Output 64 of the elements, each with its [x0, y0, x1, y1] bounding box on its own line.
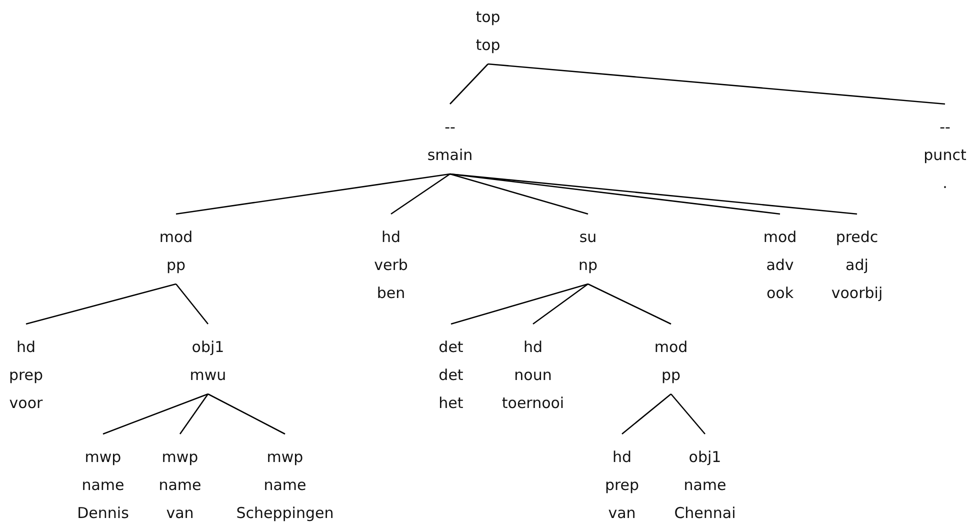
node-label: name — [264, 475, 306, 496]
node-label: name — [684, 475, 726, 496]
node-label: Dennis — [77, 503, 129, 524]
node-label: hd — [612, 447, 632, 468]
node-label: hd — [16, 337, 36, 358]
tree-branch-line — [450, 173, 858, 215]
node-label: pp — [661, 365, 681, 386]
tree-branch-line — [176, 284, 208, 324]
node-label: su — [579, 227, 597, 248]
tree-branch-line — [450, 283, 588, 325]
node-label: verb — [374, 255, 408, 276]
node-label: adv — [766, 255, 794, 276]
node-label: -- — [444, 117, 456, 138]
node-label: noun — [514, 365, 552, 386]
node-label: mod — [159, 227, 193, 248]
tree-branch-line — [179, 394, 209, 434]
node-label: obj1 — [192, 337, 224, 358]
node-label: smain — [427, 145, 473, 166]
tree-branch-line — [390, 173, 450, 215]
node-label: name — [158, 475, 202, 496]
tree-branch-line — [670, 394, 706, 434]
node-label: mwp — [266, 447, 304, 468]
tree-branch-line — [450, 173, 588, 215]
node-label: voorbij — [831, 283, 883, 304]
node-label: mod — [763, 227, 797, 248]
node-label: van — [608, 503, 636, 524]
node-label: het — [438, 393, 464, 414]
node-label: hd — [381, 227, 400, 248]
node-label: obj1 — [688, 447, 722, 468]
tree-branch-line — [622, 394, 672, 434]
node-label: mod — [654, 337, 688, 358]
node-label: . — [942, 173, 948, 194]
node-label: toernooi — [502, 393, 564, 414]
tree-branch-line — [450, 64, 488, 104]
tree-branch-line — [26, 283, 176, 325]
node-label: hd — [523, 337, 542, 358]
node-label: det — [438, 337, 464, 358]
node-label: det — [438, 365, 464, 386]
tree-branch-line — [488, 63, 946, 105]
node-label: -- — [940, 117, 950, 138]
node-label: top — [476, 7, 500, 28]
tree-branch-line — [588, 283, 672, 325]
node-label: mwu — [190, 365, 226, 386]
node-label: mwp — [162, 447, 198, 468]
tree-branch-line — [176, 173, 450, 215]
node-label: name — [82, 475, 124, 496]
node-label: ben — [376, 283, 406, 304]
tree-branch-line — [208, 393, 286, 435]
node-label: Chennai — [674, 503, 736, 524]
tree-branch-line — [102, 393, 208, 435]
tree-branch-line — [532, 283, 588, 325]
node-label: np — [578, 255, 598, 276]
node-label: ook — [766, 283, 794, 304]
node-label: punct — [924, 145, 966, 166]
node-label: pp — [166, 255, 186, 276]
node-label: predc — [836, 227, 878, 248]
node-label: prep — [604, 475, 640, 496]
node-label: mwp — [84, 447, 122, 468]
node-label: prep — [8, 365, 44, 386]
node-label: Scheppingen — [236, 503, 334, 524]
node-label: top — [476, 35, 500, 56]
node-label: voor — [9, 393, 43, 414]
node-label: van — [166, 503, 194, 524]
node-label: adj — [846, 255, 868, 276]
